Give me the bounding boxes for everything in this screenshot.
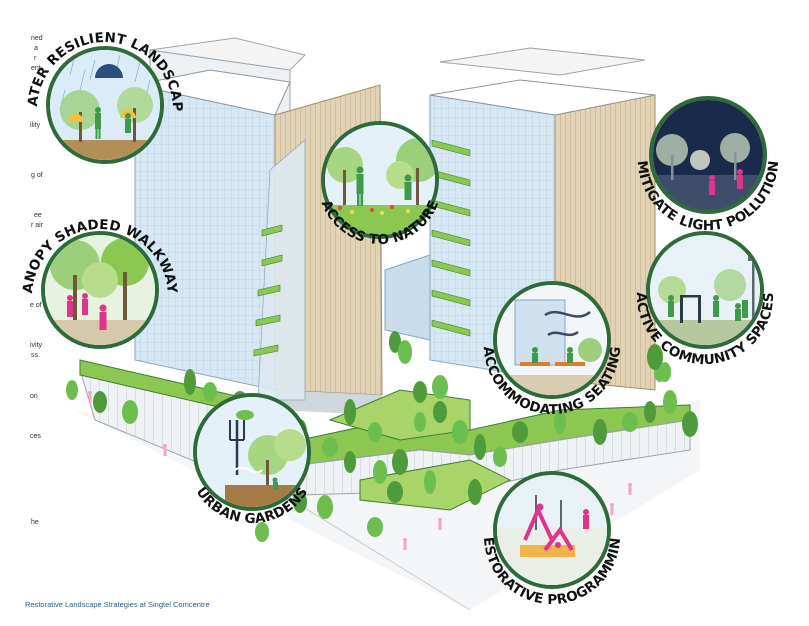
- site-tree: [368, 422, 382, 442]
- strategy-circle-active-community: ACTIVE COMMUNITY SPACES: [633, 231, 777, 368]
- site-tree: [367, 517, 383, 537]
- site-tree: [433, 401, 447, 423]
- site-tree: [432, 375, 448, 399]
- site-tree: [392, 449, 408, 475]
- site-tree: [389, 331, 401, 353]
- site-tree: [593, 419, 607, 445]
- site-tree: [293, 491, 307, 513]
- site-tree: [682, 411, 698, 437]
- site-tree: [647, 344, 663, 370]
- site-tree: [622, 412, 638, 432]
- site-tree: [122, 400, 138, 424]
- left-tower: [134, 37, 383, 415]
- site-tree: [344, 399, 356, 425]
- edge-text-3: ent.: [31, 65, 43, 72]
- site-tree: [493, 447, 507, 467]
- figure-caption: Restorative Landscape Strategies at Sing…: [25, 600, 210, 609]
- edge-text-8: e of: [30, 302, 42, 309]
- site-tree: [317, 495, 333, 519]
- site-tree: [413, 381, 427, 403]
- site-tree: [203, 382, 217, 402]
- site-tree: [644, 401, 656, 423]
- strategy-circle-light-pollution: MITIGATE LIGHT POLLUTION: [634, 96, 782, 234]
- site-tree: [424, 470, 436, 494]
- site-tree: [474, 434, 486, 460]
- edge-text-13: he: [31, 519, 39, 526]
- edge-text-2: r: [34, 55, 37, 62]
- site-tree: [344, 451, 356, 473]
- edge-text-4: ility: [30, 122, 41, 129]
- site-tree: [66, 380, 78, 400]
- edge-text-0: ned: [31, 35, 43, 42]
- site-tree: [373, 460, 387, 484]
- site-tree: [93, 391, 107, 413]
- edge-text-5: g of: [31, 172, 43, 179]
- site-tree: [414, 412, 426, 432]
- site-tree: [255, 522, 269, 542]
- strategy-circle-seating: ACCOMMODATING SEATING: [480, 281, 624, 418]
- edge-text-6: ee: [34, 212, 42, 219]
- site-tree: [452, 420, 468, 444]
- site-tree: [554, 410, 566, 434]
- site-tree: [398, 340, 412, 364]
- site-tree: [512, 421, 528, 443]
- site-tree: [184, 369, 196, 395]
- edge-text-1: a: [34, 45, 38, 52]
- strategy-circle-access-to-nature: ACCESS TO NATURE: [318, 121, 442, 248]
- site-tree: [663, 390, 677, 414]
- edge-text-11: on: [30, 393, 38, 400]
- strategy-circle-urban-gardens: URBAN GARDENS: [193, 393, 311, 527]
- edge-text-7: r air: [31, 222, 44, 229]
- site-tree: [659, 362, 671, 382]
- edge-text-9: ivity: [30, 342, 43, 349]
- site-tree: [468, 479, 482, 505]
- edge-text-10: ss.: [31, 352, 40, 359]
- edge-text-12: ces: [30, 433, 41, 440]
- site-tree: [322, 437, 338, 457]
- site-pedestrians: [88, 391, 632, 550]
- site-tree: [387, 481, 403, 503]
